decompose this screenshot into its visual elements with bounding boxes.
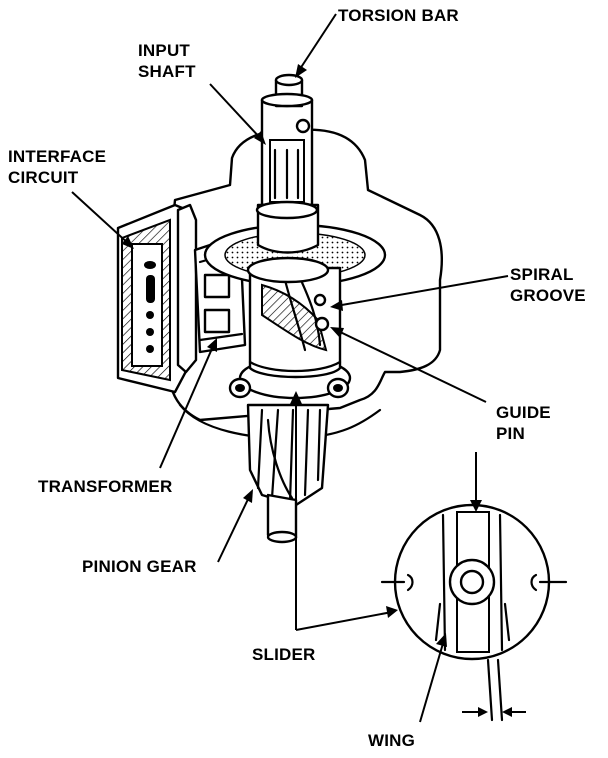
guide-pin-label: GUIDE PIN — [496, 403, 551, 443]
input-shaft-label: INPUT SHAFT — [138, 41, 196, 81]
interface-circuit-housing — [116, 203, 198, 394]
interface-circuit-label: INTERFACE CIRCUIT — [8, 147, 107, 187]
leader-lines — [71, 13, 509, 723]
pinion-gear — [246, 403, 330, 544]
transformer-label: TRANSFORMER — [38, 477, 173, 496]
pinion-gear-label: PINION GEAR — [82, 557, 197, 576]
input-shaft — [246, 98, 330, 284]
circuit-dots — [144, 261, 156, 353]
slider-label: SLIDER — [252, 645, 316, 664]
wing-dimension — [462, 658, 526, 722]
spiral-groove-label: SPIRAL GROOVE — [510, 265, 586, 305]
slider-body — [248, 266, 342, 379]
cross-section-view — [380, 503, 568, 661]
torsion-bar — [260, 73, 314, 108]
wing-label: WING — [368, 731, 416, 750]
torsion-bar-label: TORSION BAR — [338, 6, 459, 25]
